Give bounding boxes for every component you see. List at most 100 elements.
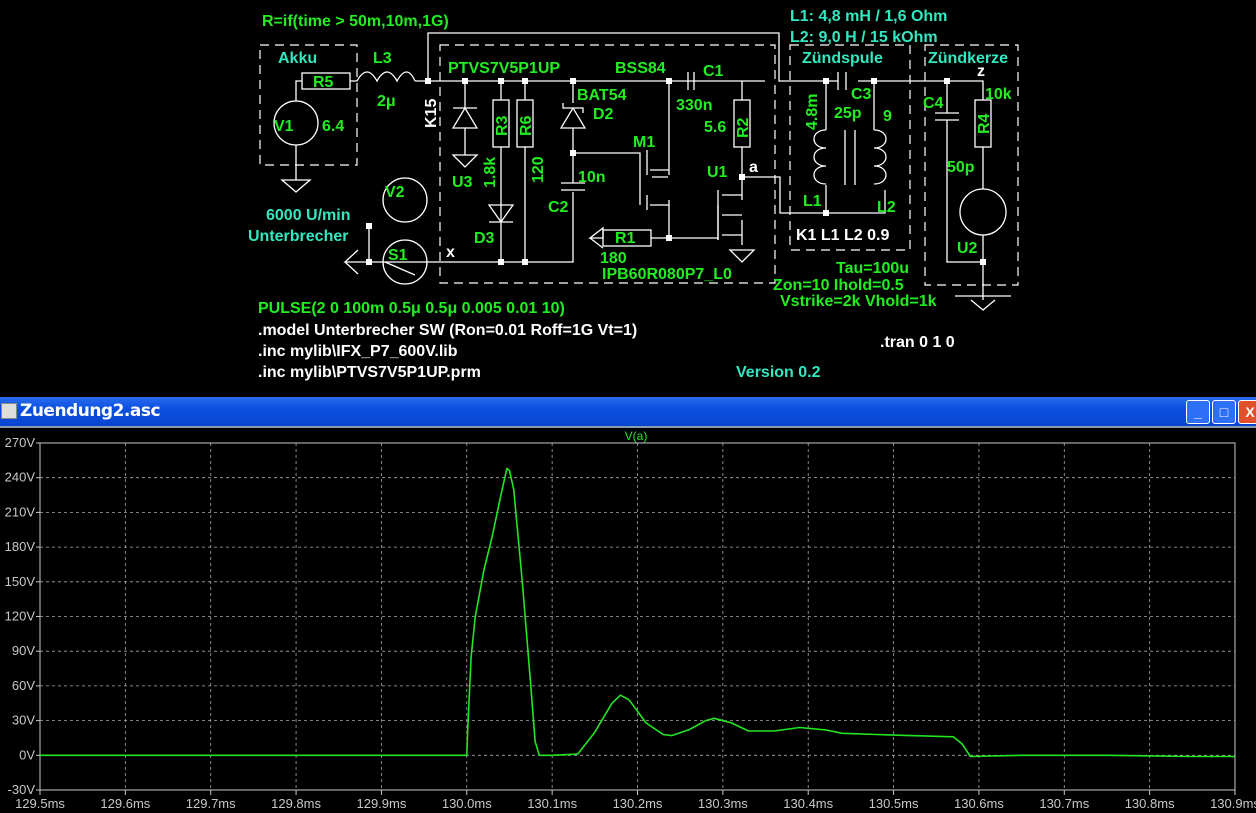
s1-label: S1 [388, 247, 408, 264]
inductor-l3[interactable] [356, 71, 416, 83]
net-x-label: x [446, 244, 455, 261]
resistor-r2[interactable] [733, 99, 751, 148]
include-directive-2[interactable]: .inc mylib\PTVS7V5P1UP.prm [258, 364, 481, 381]
x-tick-label: 130.3ms [698, 796, 748, 811]
waveform-window-titlebar[interactable]: Zuendung2.asc _ □ X [0, 397, 1256, 428]
r6-value: 120 [530, 156, 547, 183]
r2-label: R2 [735, 117, 752, 138]
zuendkerze-label: Zündkerze [928, 50, 1008, 67]
akku-group-box [259, 44, 358, 166]
spark-gap-u2[interactable] [959, 188, 1007, 236]
v2-label: V2 [385, 184, 405, 201]
trace-va [40, 467, 1235, 758]
r1-value: 180 [600, 250, 627, 267]
y-tick-label: 150V [5, 574, 36, 589]
c4-label: C4 [923, 95, 944, 112]
resistor-r4[interactable] [974, 99, 992, 148]
net-k15-label: K15 [423, 99, 440, 128]
y-tick-label: 30V [12, 713, 35, 728]
r4-value: 10k [985, 86, 1012, 103]
resistor-r5[interactable] [301, 72, 351, 90]
minimize-button[interactable]: _ [1186, 400, 1210, 424]
close-button[interactable]: X [1238, 400, 1256, 424]
r4-label: R4 [976, 113, 993, 134]
zuendkerze-group-box [924, 44, 1019, 286]
d2-model: BAT54 [577, 87, 627, 104]
transformer-l1-l2[interactable] [813, 129, 887, 185]
capacitor-c2[interactable] [561, 182, 585, 191]
coupling-directive[interactable]: K1 L1 L2 0.9 [796, 227, 889, 244]
capacitor-c1[interactable] [687, 72, 695, 90]
u3-model: PTVS7V5P1UP [448, 60, 560, 77]
tran-directive[interactable]: .tran 0 1 0 [880, 334, 955, 351]
l2-value: 9 [883, 108, 892, 125]
tau-param: Tau=100u [836, 260, 909, 277]
u2-label: U2 [957, 240, 978, 257]
r3-label: R3 [494, 115, 511, 136]
pulse-source-v2[interactable] [382, 177, 428, 223]
x-tick-label: 129.7ms [186, 796, 236, 811]
maximize-button[interactable]: □ [1212, 400, 1236, 424]
switch-resistance-directive[interactable]: R=if(time > 50m,10m,1G) [262, 13, 449, 30]
u1-model: IPB60R080P7_L0 [602, 266, 732, 283]
include-directive-1[interactable]: .inc mylib\IFX_P7_600V.lib [258, 343, 458, 360]
x-tick-label: 130.1ms [527, 796, 577, 811]
x-tick-label: 130.9ms [1210, 796, 1256, 811]
window-title: Zuendung2.asc [20, 401, 161, 421]
ground-icon [280, 179, 1011, 311]
schematic-editor[interactable]: R=if(time > 50m,10m,1G) Akku R5 L3 2μ K1… [0, 0, 1256, 396]
tvs-diode-u3[interactable] [451, 106, 479, 168]
waveform-app-icon[interactable] [1, 403, 17, 419]
r2-value: 5.6 [704, 119, 726, 136]
l1-label: L1 [803, 193, 822, 210]
resistor-r3[interactable] [492, 99, 510, 148]
zon-param: Zon=10 Ihold=0.5 [773, 277, 904, 294]
led-d3[interactable] [487, 204, 515, 224]
y-tick-label: 90V [12, 643, 35, 658]
capacitor-c3[interactable] [837, 72, 847, 90]
voltage-source-v1[interactable] [273, 100, 319, 146]
c1-value: 330n [676, 97, 712, 114]
c4-value: 50p [947, 159, 975, 176]
c2-label: C2 [548, 199, 569, 216]
switch-s1[interactable] [382, 239, 428, 285]
x-tick-label: 130.7ms [1039, 796, 1089, 811]
x-tick-label: 130.0ms [442, 796, 492, 811]
c1-label: C1 [703, 63, 724, 80]
pulse-directive[interactable]: PULSE(2 0 100m 0.5μ 0.5μ 0.005 0.01 10) [258, 300, 565, 317]
junctions [366, 78, 986, 265]
v1-value: 6.4 [322, 118, 344, 135]
net-z-label: z [977, 63, 985, 80]
r3-value: 1.8k [482, 157, 499, 188]
l1-value: 4.8m [804, 94, 821, 130]
mosfet-m1[interactable] [646, 150, 669, 210]
d3-label: D3 [474, 230, 495, 247]
akku-label: Akku [278, 50, 317, 67]
m1-model: BSS84 [615, 60, 666, 77]
c3-label: C3 [851, 86, 872, 103]
y-tick-label: 60V [12, 678, 35, 693]
output-port-icon [588, 226, 604, 249]
y-tick-label: 120V [5, 609, 36, 624]
c2-value: 10n [578, 169, 606, 186]
coil-l2-note: L2: 9,0 H / 15 kOhm [790, 29, 938, 46]
coil-l1-note: L1: 4,8 mH / 1,6 Ohm [790, 8, 947, 25]
x-tick-label: 129.5ms [15, 796, 65, 811]
model-directive[interactable]: .model Unterbrecher SW (Ron=0.01 Roff=1G… [258, 322, 637, 339]
net-a-label: a [749, 159, 758, 176]
schottky-diode-d2[interactable] [559, 103, 587, 129]
rpm-label: 6000 U/min [266, 207, 350, 224]
capacitor-c4[interactable] [935, 112, 959, 121]
zuendspule-label: Zündspule [802, 50, 883, 67]
x-tick-label: 129.9ms [356, 796, 406, 811]
wires [295, 32, 984, 300]
mosfet-u1[interactable] [717, 190, 756, 263]
m1-label: M1 [633, 134, 655, 151]
y-tick-label: -30V [8, 782, 36, 797]
x-tick-label: 130.6ms [954, 796, 1004, 811]
trace-label-v-a[interactable]: V(a) [625, 429, 648, 443]
resistor-r6[interactable] [516, 99, 534, 148]
x-tick-label: 130.8ms [1125, 796, 1175, 811]
d2-label: D2 [593, 106, 614, 123]
